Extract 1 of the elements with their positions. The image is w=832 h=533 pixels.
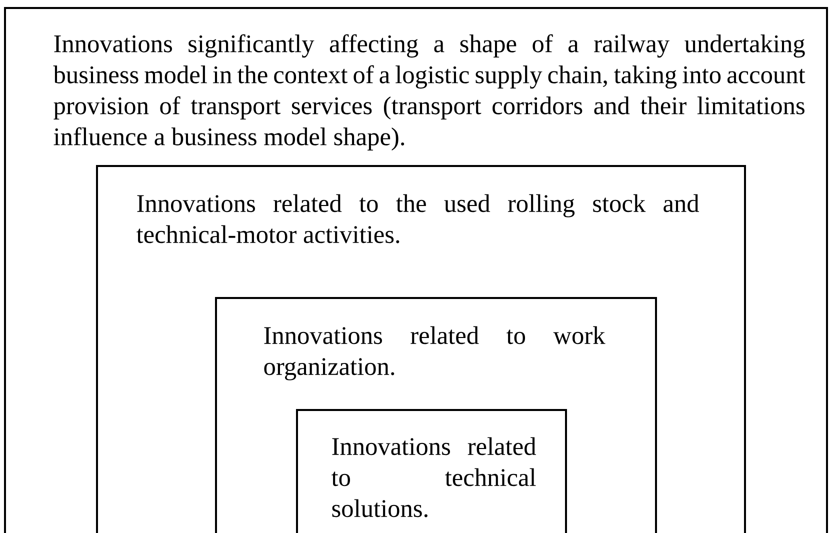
nested-box: Innovations related to technical solutions. (296, 409, 567, 533)
